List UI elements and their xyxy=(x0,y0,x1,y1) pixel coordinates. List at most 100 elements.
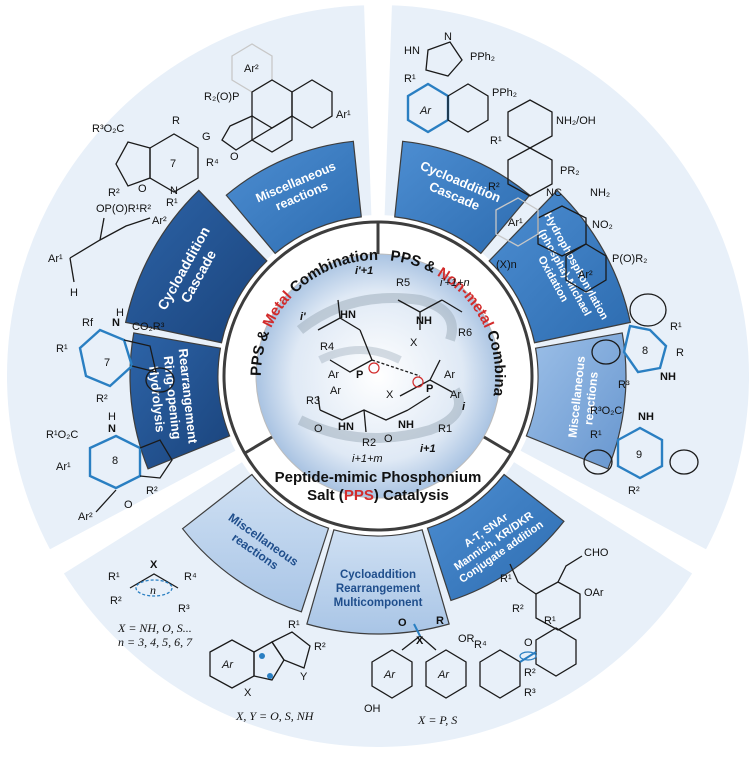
svg-text:Ar: Ar xyxy=(221,659,234,671)
svg-text:Rf: Rf xyxy=(82,317,94,329)
svg-text:8: 8 xyxy=(112,455,118,467)
catalyst-structure: i'+1 i' i'+1+n i i+1 i+1+m HN NH R4 R5 R… xyxy=(296,265,472,465)
svg-text:NH: NH xyxy=(638,411,654,423)
svg-text:HN: HN xyxy=(404,45,420,57)
svg-text:OH: OH xyxy=(364,703,381,715)
svg-text:O: O xyxy=(524,637,533,649)
svg-text:OAr: OAr xyxy=(584,587,604,599)
svg-text:CHO: CHO xyxy=(584,547,609,559)
panel-label-nonmetal-misc: Miscellaneousreactions xyxy=(566,355,603,440)
label-r2: R2 xyxy=(362,437,376,449)
label-p-left: P xyxy=(356,369,363,381)
svg-text:N: N xyxy=(112,317,120,329)
ring-divider-left xyxy=(244,435,273,455)
svg-text:PPh₂: PPh₂ xyxy=(470,51,495,63)
label-r5: R5 xyxy=(396,277,410,289)
svg-text:R¹: R¹ xyxy=(166,197,178,209)
label-hn-top: HN xyxy=(340,309,356,321)
label-o-right: O xyxy=(384,433,393,445)
svg-text:N: N xyxy=(108,423,116,435)
svg-text:NH₂/OH: NH₂/OH xyxy=(556,115,596,127)
svg-text:R²: R² xyxy=(108,187,120,199)
label-i-plus-1-top: i'+1 xyxy=(355,265,373,277)
svg-text:R²: R² xyxy=(314,641,326,653)
svg-text:Y: Y xyxy=(300,671,308,683)
svg-text:Ar¹: Ar¹ xyxy=(336,109,351,121)
svg-text:H: H xyxy=(116,307,124,319)
panel-bottom-misc: Miscellaneousreactions xyxy=(181,473,330,613)
structure-7-azepine: 7 R³O₂C R R⁴ R¹ R² N O xyxy=(92,115,219,209)
svg-text:R²: R² xyxy=(512,603,524,615)
svg-text:Ar: Ar xyxy=(437,669,450,681)
svg-text:R³O₂C: R³O₂C xyxy=(590,405,622,417)
svg-text:R²: R² xyxy=(488,181,500,193)
svg-text:CO₂R³: CO₂R³ xyxy=(132,321,165,333)
ring-divider-right xyxy=(483,435,512,455)
caption-xo: X = P, S xyxy=(417,713,457,727)
svg-text:Ar¹: Ar¹ xyxy=(508,217,523,229)
svg-text:Ar: Ar xyxy=(419,105,432,117)
label-ar-1: Ar xyxy=(328,369,339,381)
svg-text:Ar²: Ar² xyxy=(578,269,593,281)
label-p-right: P xyxy=(426,383,433,395)
label-r6: R6 xyxy=(458,327,472,339)
label-ar-2: Ar xyxy=(330,385,341,397)
structure-fused-heteroarene: Ar R¹ R² X Y X, Y = O, S, NH xyxy=(209,619,326,723)
structure-terphenyl: NC NH₂ NO₂ (X)n Ar¹ Ar² P(O)R₂ xyxy=(495,187,647,293)
svg-text:9: 9 xyxy=(636,449,642,461)
svg-text:(X)n: (X)n xyxy=(496,259,517,271)
svg-text:R²: R² xyxy=(110,595,122,607)
svg-text:7: 7 xyxy=(170,158,176,170)
svg-text:R¹: R¹ xyxy=(670,321,682,333)
label-ar-3: Ar xyxy=(444,369,455,381)
label-x-bottom: X xyxy=(386,389,394,401)
label-i-plus-1-n: i'+1+n xyxy=(440,277,470,289)
svg-text:R¹: R¹ xyxy=(500,573,512,585)
svg-text:R¹: R¹ xyxy=(490,135,502,147)
caption-ring-x: X = NH, O, S... xyxy=(117,621,192,635)
svg-text:O: O xyxy=(230,151,239,163)
svg-text:Ar²: Ar² xyxy=(152,215,167,227)
svg-text:Ar²: Ar² xyxy=(78,511,93,523)
panel-nonmetal-misc: Miscellaneousreactions xyxy=(525,332,627,470)
svg-text:R³O₂C: R³O₂C xyxy=(92,123,124,135)
center-title-line2: Salt (PPS) Catalysis xyxy=(307,487,449,504)
svg-text:X: X xyxy=(150,559,158,571)
label-o-left: O xyxy=(314,423,323,435)
label-r3: R3 xyxy=(306,395,320,407)
svg-text:8: 8 xyxy=(642,345,648,357)
svg-text:NH₂: NH₂ xyxy=(590,187,610,199)
structure-pyrazole-phosphine: HN N PPh₂ PPh₂ R¹ Ar xyxy=(404,31,517,134)
svg-text:OP(O)R¹R²: OP(O)R¹R² xyxy=(96,203,151,215)
structure-9-tricyclic: 9 R³O₂C NH R¹ R² xyxy=(583,405,699,497)
structure-saturated-heterocycle: X n R¹ R² R³ R⁴ X = NH, O, S... n = 3, 4… xyxy=(108,559,197,649)
svg-text:7: 7 xyxy=(104,357,110,369)
structure-diaryl-ether: O R¹ R⁴ R² R³ xyxy=(474,615,577,699)
svg-text:Ar¹: Ar¹ xyxy=(56,461,71,473)
svg-text:X: X xyxy=(244,687,252,699)
label-i: i xyxy=(462,401,466,413)
panel-metal-cyclo: CycloadditionCascade xyxy=(124,189,268,344)
panel-bottom-at: A-T, SNArMannich, KR/DKRConjugate additi… xyxy=(426,473,565,602)
label-r1: R1 xyxy=(438,423,452,435)
svg-text:R¹: R¹ xyxy=(288,619,300,631)
label-i-plus-1: i+1 xyxy=(420,443,436,455)
svg-text:O: O xyxy=(124,499,133,511)
svg-text:R: R xyxy=(436,615,444,627)
svg-text:NH: NH xyxy=(660,371,676,383)
label-i-prime: i' xyxy=(300,311,306,323)
svg-text:R²: R² xyxy=(96,393,108,405)
svg-text:R¹: R¹ xyxy=(56,343,68,355)
svg-text:R¹: R¹ xyxy=(544,615,556,627)
svg-text:N: N xyxy=(170,185,178,197)
svg-text:R¹: R¹ xyxy=(108,571,120,583)
svg-text:NO₂: NO₂ xyxy=(592,219,613,231)
svg-text:H: H xyxy=(108,411,116,423)
structure-biaryl-phosphine: NH₂/OH PR₂ R¹ R² xyxy=(488,99,596,197)
structure-tricyclic-7: 7 N H CO₂R³ Rf R¹ R² xyxy=(56,307,175,405)
structure-8-bicyclic: 8 R¹ R R³ NH xyxy=(591,293,684,391)
structure-helicene: Ar² R₂(O)P Ar¹ G O xyxy=(202,43,351,163)
